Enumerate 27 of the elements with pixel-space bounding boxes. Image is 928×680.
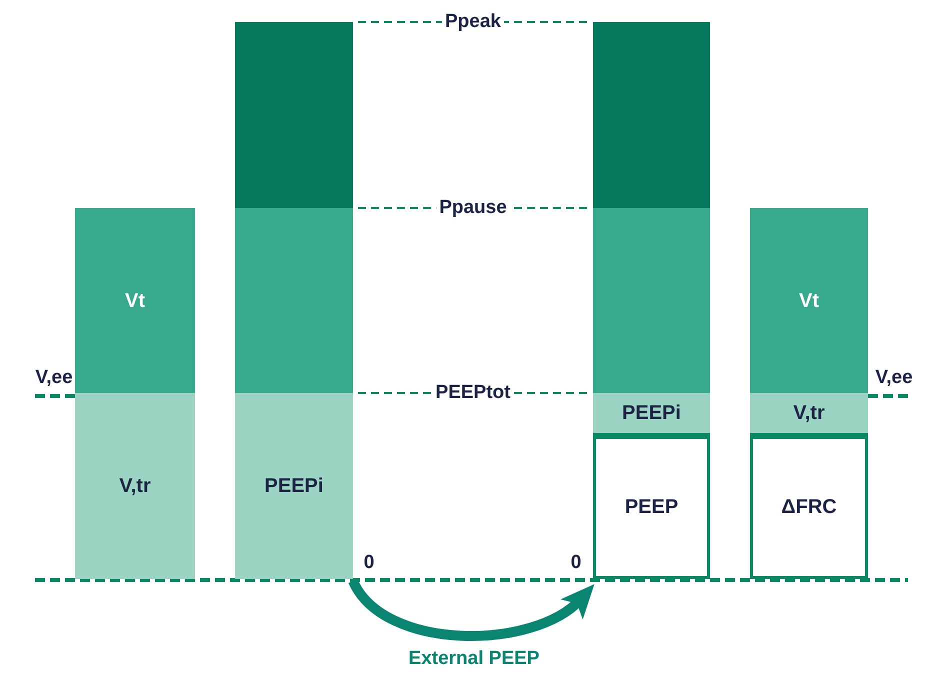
bar-segment bbox=[593, 393, 710, 434]
segment-label: ΔFRC bbox=[781, 496, 837, 519]
segment-label: Vt bbox=[125, 290, 145, 312]
pressure-label: Ppeak bbox=[442, 11, 504, 33]
curved-arrow bbox=[348, 578, 596, 641]
bar-segment bbox=[593, 433, 710, 579]
bar-segment bbox=[750, 208, 868, 394]
bar-segment bbox=[593, 22, 710, 209]
bar-segment bbox=[235, 393, 353, 579]
bar-segment bbox=[750, 433, 868, 579]
volume-label: V,ee bbox=[874, 367, 914, 389]
segment-label: Vt bbox=[799, 290, 819, 312]
bar-segment bbox=[593, 208, 710, 394]
segment-label: V,tr bbox=[119, 474, 151, 498]
segment-label: PEEPi bbox=[622, 402, 681, 425]
bar-segment bbox=[75, 208, 195, 394]
pressure-label: Ppause bbox=[436, 197, 510, 219]
bar-segment bbox=[75, 393, 195, 579]
segment-label: PEEP bbox=[624, 496, 678, 519]
zero-label: 0 bbox=[570, 552, 582, 574]
segment-label: V,tr bbox=[793, 402, 825, 425]
zero-label: 0 bbox=[362, 552, 376, 574]
segment-label: PEEPi bbox=[264, 474, 324, 498]
volume-label: V,ee bbox=[34, 367, 74, 389]
bar-segment bbox=[750, 393, 868, 434]
bar-segment bbox=[235, 208, 353, 394]
bar-segment bbox=[235, 22, 353, 209]
